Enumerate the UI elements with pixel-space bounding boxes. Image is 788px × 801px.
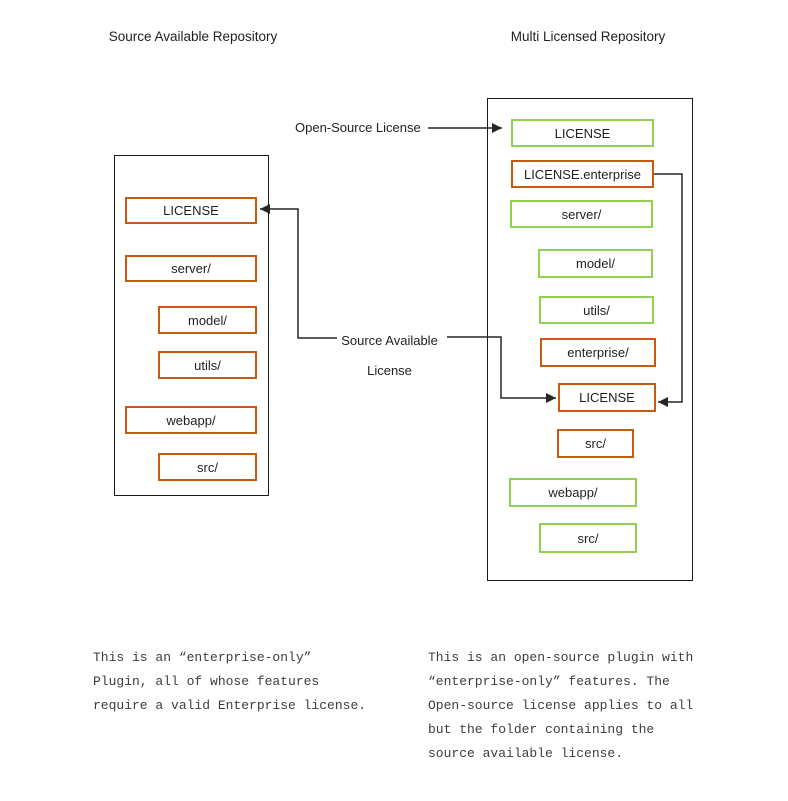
multi-licensed-repo-box-enterprise-5: enterprise/ — [540, 338, 656, 367]
source-available-repo-box-src-5: src/ — [158, 453, 257, 481]
source-available-license-label: Source Available License — [332, 326, 447, 386]
source-available-repo-box-model-2: model/ — [158, 306, 257, 334]
source-available-repo-box-license-0: LICENSE — [125, 197, 257, 224]
right-description-line-2: “enterprise-only” features. The — [428, 674, 670, 689]
multi-licensed-repo-box-utils-4: utils/ — [539, 296, 654, 324]
source-available-repo-box-utils-3: utils/ — [158, 351, 257, 379]
source-available-license-label-line2: License — [367, 363, 412, 378]
multi-licensed-repo-box-webapp-8: webapp/ — [509, 478, 637, 507]
multi-licensed-repo-box-server-2: server/ — [510, 200, 653, 228]
multi-licensed-repo-box-model-3: model/ — [538, 249, 653, 278]
multi-licensed-repo-frame — [487, 98, 693, 581]
left-description-line-1: This is an “enterprise-only” — [93, 650, 312, 665]
multi-licensed-repo-box-src-7: src/ — [557, 429, 634, 458]
right-description-line-1: This is an open-source plugin with — [428, 650, 694, 665]
source-available-repo-box-server-1: server/ — [125, 255, 257, 282]
open-source-license-label: Open-Source License — [295, 120, 421, 135]
source-available-repo-box-webapp-4: webapp/ — [125, 406, 257, 434]
multi-licensed-repo-box-license-0: LICENSE — [511, 119, 654, 147]
right-repo-title: Multi Licensed Repository — [510, 29, 666, 44]
multi-licensed-repo-box-license-6: LICENSE — [558, 383, 656, 412]
source-available-license-label-line1: Source Available — [341, 333, 438, 348]
source-available-repo-frame — [114, 155, 269, 496]
right-description-line-3: Open-source license applies to all — [428, 698, 694, 713]
multi-licensed-repo-box-license-enterprise-1: LICENSE.enterprise — [511, 160, 654, 188]
license-enterprise-to-license-arrow — [654, 173, 683, 407]
left-description-line-3: require a valid Enterprise license. — [93, 698, 367, 713]
right-description-line-4: but the folder containing the — [428, 722, 655, 737]
left-repo-title: Source Available Repository — [108, 29, 278, 44]
left-description-line-2: Plugin, all of whose features — [93, 674, 320, 689]
left-repo-description: This is an “enterprise-only” Plugin, all … — [93, 646, 366, 718]
right-description-line-5: source available license. — [428, 746, 624, 761]
source-available-to-left-license-arrow — [260, 204, 337, 339]
source-available-to-enterprise-license-arrow — [447, 336, 556, 403]
right-repo-description: This is an open-source plugin with “enter… — [428, 646, 693, 766]
multi-licensed-repo-box-src-9: src/ — [539, 523, 637, 553]
